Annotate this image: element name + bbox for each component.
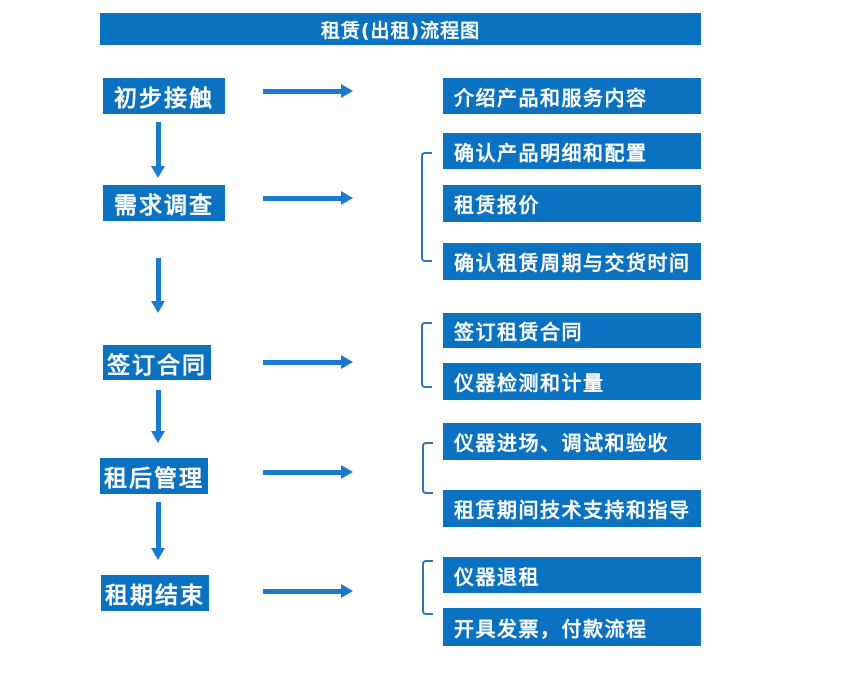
down-arrow-2: [151, 258, 165, 313]
right-arrow-3: [263, 355, 353, 369]
down-arrow-3: [151, 390, 165, 443]
step-box-sign-contract: 签订合同: [103, 345, 211, 380]
flowchart-title: 租赁(出租)流程图: [100, 13, 701, 45]
detail-box-invoice-payment: 开具发票，付款流程: [443, 608, 701, 646]
detail-box-rental-quote: 租赁报价: [443, 185, 701, 222]
left-bracket-group-3: [421, 322, 432, 388]
down-arrow-1: [151, 122, 165, 178]
detail-box-instrument-inspection: 仪器检测和计量: [443, 363, 701, 400]
detail-box-confirm-rental-period: 确认租赁周期与交货时间: [443, 243, 701, 280]
step-box-post-rental-management: 租后管理: [100, 458, 208, 494]
left-bracket-group-5: [422, 560, 433, 615]
detail-box-introduce-products: 介绍产品和服务内容: [443, 78, 701, 114]
detail-box-instrument-return: 仪器退租: [443, 557, 701, 593]
left-bracket-group-2: [421, 152, 432, 262]
right-arrow-2: [263, 191, 353, 205]
right-arrow-4: [263, 465, 353, 479]
detail-box-tech-support: 租赁期间技术支持和指导: [443, 490, 701, 527]
detail-box-confirm-product-details: 确认产品明细和配置: [443, 133, 701, 169]
right-arrow-1: [263, 84, 353, 98]
step-box-demand-survey: 需求调查: [103, 185, 225, 221]
down-arrow-4: [151, 502, 165, 560]
right-arrow-5: [263, 584, 353, 598]
detail-box-instrument-arrival: 仪器进场、调试和验收: [443, 423, 701, 460]
detail-box-sign-rental-contract: 签订租赁合同: [443, 313, 701, 348]
step-box-initial-contact: 初步接触: [103, 78, 225, 114]
left-bracket-group-4: [422, 442, 433, 494]
step-box-rental-end: 租期结束: [101, 575, 209, 611]
